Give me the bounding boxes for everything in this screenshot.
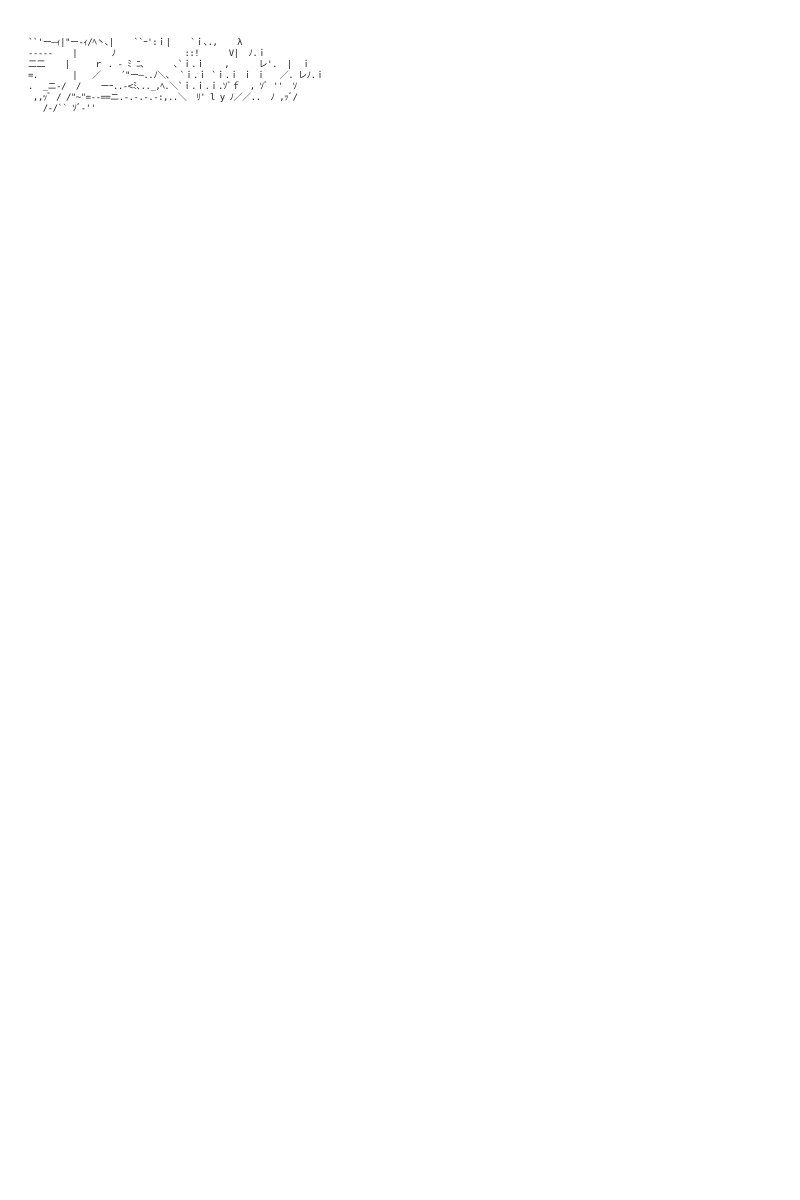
ascii-art-character-1: ``'ー―ｨ|"ー-ｨ/ﾍ丶､| ``ｰ':ｉ| `ｉ､., λ ----- |… (28, 38, 324, 114)
